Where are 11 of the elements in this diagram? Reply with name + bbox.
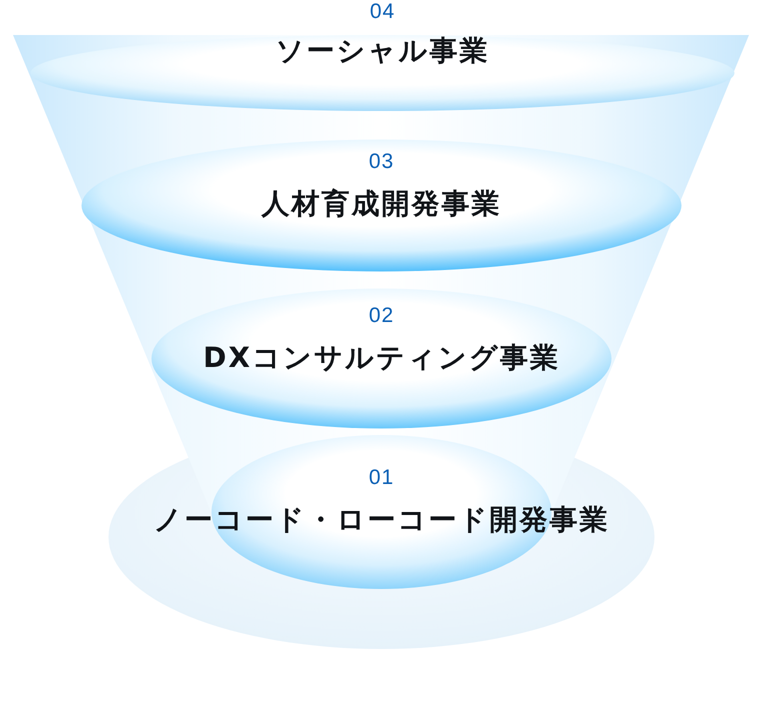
- tier-ellipse: [30, 0, 735, 112]
- tier-title: ソーシャル事業: [276, 35, 490, 67]
- tier-ellipse: [151, 288, 612, 429]
- tier-ellipse: [81, 139, 682, 272]
- tier-number: 04: [370, 1, 396, 23]
- tier-number: 02: [368, 305, 394, 327]
- tier-title: DXコンサルティング事業: [203, 342, 560, 374]
- tier-number: 03: [368, 151, 394, 173]
- tier-title: 人材育成開発事業: [262, 188, 502, 220]
- tier-title: ノーコード・ローコード開発事業: [154, 504, 610, 536]
- tier-number: 01: [368, 467, 394, 489]
